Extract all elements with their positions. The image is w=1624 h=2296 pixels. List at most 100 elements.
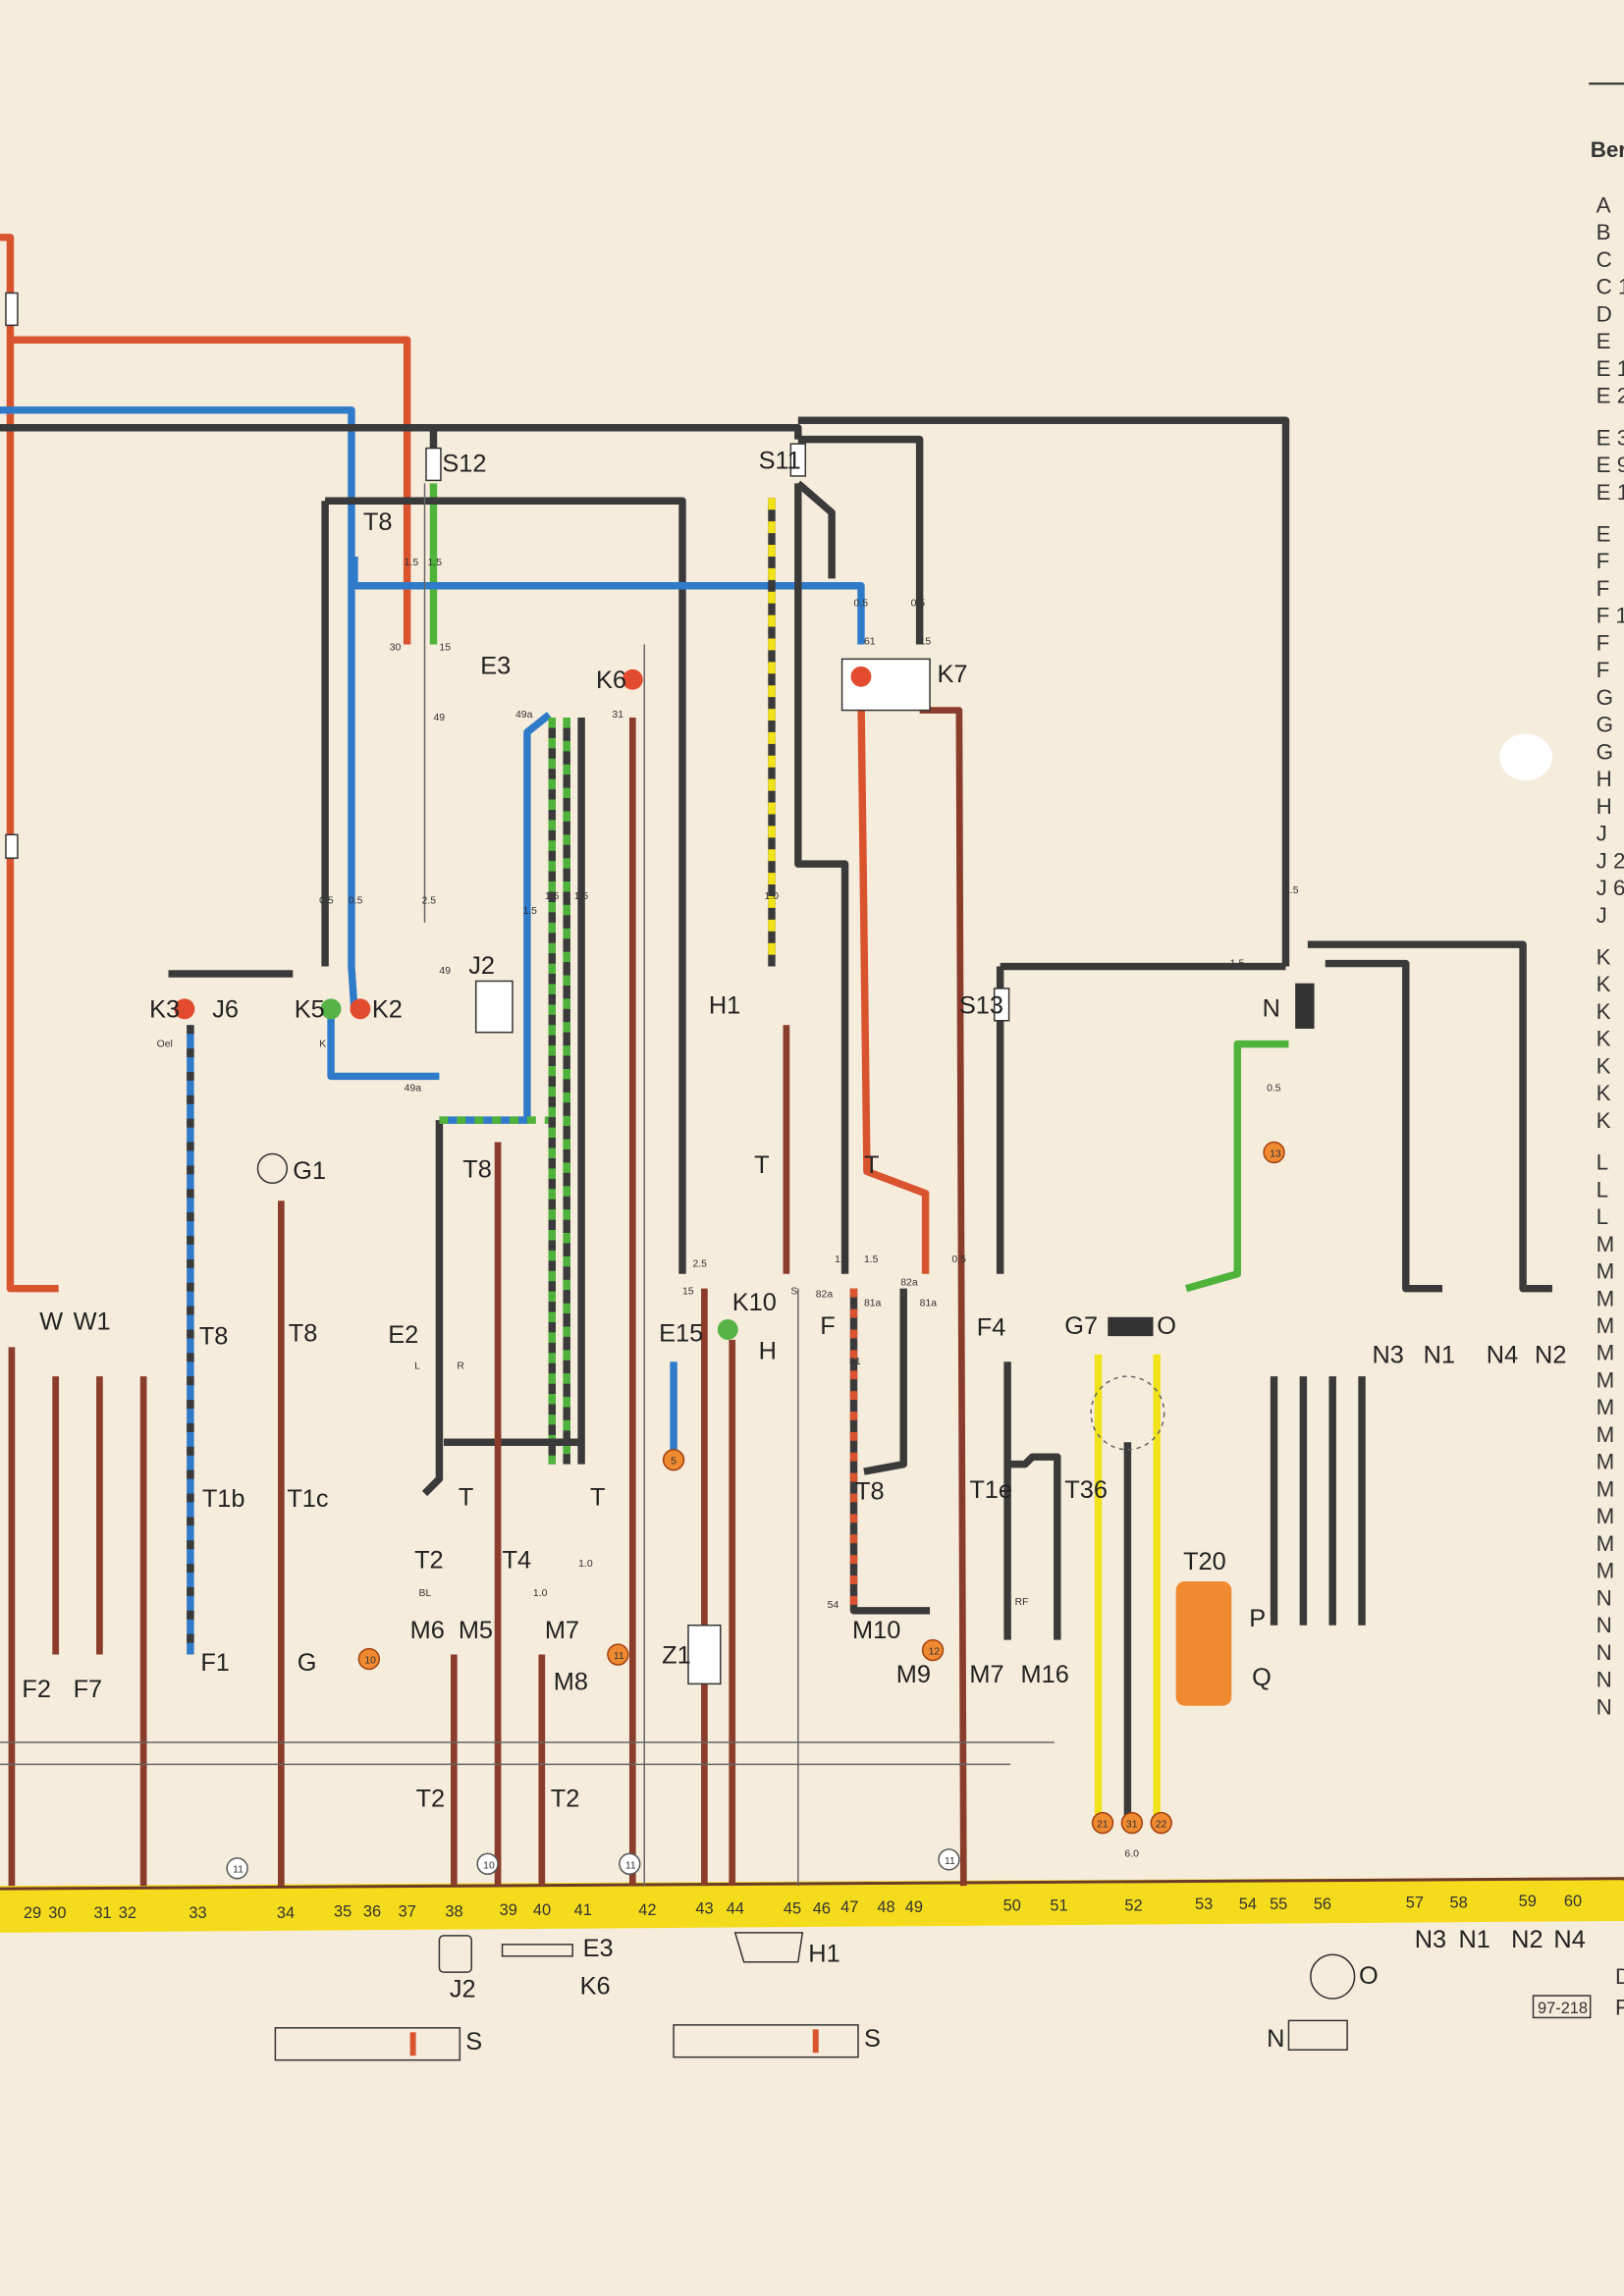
warning-lamp-k3 xyxy=(174,998,195,1020)
lamps xyxy=(174,666,1232,1706)
label-m8: M8 xyxy=(554,1668,588,1695)
label-f: F xyxy=(820,1312,835,1340)
diagram-label: 30 xyxy=(390,642,402,653)
diagram-label: 42 xyxy=(638,1901,656,1919)
label-t8e: T8 xyxy=(855,1477,885,1505)
label-k7: K7 xyxy=(938,661,968,688)
diagram-label: 49 xyxy=(439,966,451,977)
diagram-mark xyxy=(797,435,924,645)
warning-lamp-k6 xyxy=(622,668,643,690)
diagram-mark xyxy=(1287,2019,1348,2051)
label-f1: F1 xyxy=(200,1649,230,1677)
legend-letter: K xyxy=(1597,944,1611,969)
legend-letter: H xyxy=(1597,794,1612,819)
legend-letter: E 1 xyxy=(1597,480,1624,505)
legend-letter: M xyxy=(1597,1476,1615,1501)
diagram-mark xyxy=(0,234,59,1293)
diagram-label: 11 xyxy=(945,1856,955,1867)
legend-letter: D xyxy=(1597,301,1612,326)
diagram-mark xyxy=(5,833,19,859)
label-g7: G7 xyxy=(1064,1312,1098,1340)
legend-letter: J xyxy=(1597,822,1607,846)
diagram-label: 12 xyxy=(929,1647,941,1658)
diagram-label: 40 xyxy=(533,1901,551,1919)
terminal-labels: 30 15 49 49a 31 61 15 Oel K 49 49a 15 82… xyxy=(157,558,1299,1859)
diagram-label: 1.5 xyxy=(427,558,442,568)
diagram-label: 0.5 xyxy=(951,1255,966,1265)
label-t-c: T xyxy=(459,1483,473,1511)
diagram-label: S xyxy=(864,2025,881,2053)
legend-letter: K xyxy=(1597,1053,1611,1078)
label-n3: N3 xyxy=(1372,1342,1403,1369)
label-e15: E15 xyxy=(659,1319,703,1347)
label-t8b: T8 xyxy=(462,1155,492,1183)
diagram-label: S xyxy=(465,2028,482,2056)
legend-letter: N xyxy=(1597,1668,1612,1692)
diagram-label: 10 xyxy=(364,1655,376,1666)
legend-letter: L xyxy=(1597,1177,1608,1201)
diagram-mark xyxy=(812,2029,819,2054)
label-t8: T8 xyxy=(363,508,393,536)
diagram-label: K6 xyxy=(580,1973,611,2001)
label-t-d: T xyxy=(590,1483,605,1511)
legend-letter: F xyxy=(1597,630,1610,655)
diagram-label: N xyxy=(1267,2025,1284,2053)
legend-letter: K xyxy=(1597,1081,1611,1105)
diagram-mark xyxy=(438,1935,472,1973)
diagram-mark xyxy=(619,1852,641,1875)
label-z1: Z1 xyxy=(662,1641,691,1669)
label-m7b: M7 xyxy=(969,1661,1003,1688)
circled-references: 10 11 12 5 13 21 31 22 11 10 11 11 xyxy=(226,1141,1285,1880)
diagram-label: O xyxy=(1359,1962,1379,1990)
legend-letter: E 9 xyxy=(1597,453,1624,477)
diagram-label: 53 xyxy=(1195,1896,1213,1913)
diagram-label: 56 xyxy=(1314,1896,1331,1913)
current-track-numbers: 29 30 31 32 33 34 35 36 37 38 39 40 41 4… xyxy=(24,1893,1582,1922)
diagram-label: N3 xyxy=(1415,1926,1446,1953)
diagram-mark xyxy=(357,1647,381,1671)
diagram-mark xyxy=(1091,1811,1114,1835)
diagram-label: 45 xyxy=(784,1900,801,1918)
diagram-label: 1.5 xyxy=(1284,885,1299,896)
wires xyxy=(0,234,1552,1887)
label-q: Q xyxy=(1252,1664,1272,1691)
label-w: W xyxy=(39,1308,63,1335)
label-m9: M9 xyxy=(896,1661,931,1688)
diagram-label: 1.0 xyxy=(578,1559,593,1570)
label-e3: E3 xyxy=(480,652,511,679)
label-j6: J6 xyxy=(212,996,239,1024)
diagram-label: 31 xyxy=(612,710,623,721)
diagram-mark xyxy=(474,980,514,1034)
legend-letter: N xyxy=(1597,1694,1612,1719)
legend-letter: M xyxy=(1597,1367,1615,1392)
label-n2: N2 xyxy=(1535,1342,1566,1369)
legend-letter: M xyxy=(1597,1313,1615,1338)
label-k3: K3 xyxy=(149,996,180,1024)
diagram-mark xyxy=(5,292,19,327)
diagram-mark xyxy=(662,1448,685,1471)
diagram-mark xyxy=(1295,983,1315,1029)
diagram-label: 47 xyxy=(840,1898,858,1916)
diagram-label: 0.5 xyxy=(911,599,926,610)
diagram-label: 2.5 xyxy=(692,1258,707,1269)
diagram-label: BL xyxy=(419,1588,432,1599)
warning-lamp-k10 xyxy=(717,1318,738,1340)
diagram-label: 49 xyxy=(905,1898,923,1916)
diagram-mark xyxy=(919,707,967,1887)
diagram-mark xyxy=(0,423,438,463)
diagram-label: N1 xyxy=(1458,1926,1489,1953)
ground-bus-band xyxy=(0,1877,1624,1933)
diagram-label: 1.5 xyxy=(522,906,537,917)
diagram-label: E3 xyxy=(583,1935,614,1962)
label-t8d: T8 xyxy=(289,1319,318,1347)
drawing-number: 97-218 xyxy=(1538,2000,1588,2017)
diagram-label: R xyxy=(457,1362,464,1372)
legend-letter: K xyxy=(1597,972,1611,996)
diagram-label: 13 xyxy=(1270,1148,1281,1159)
label-t2b: T2 xyxy=(416,1786,446,1813)
diagram-label: 31 xyxy=(93,1904,111,1922)
legend-letter: K xyxy=(1597,1027,1611,1051)
diagram-label: 81 xyxy=(849,1357,861,1367)
legend-letter: G xyxy=(1597,739,1613,764)
label-m7: M7 xyxy=(545,1617,579,1644)
